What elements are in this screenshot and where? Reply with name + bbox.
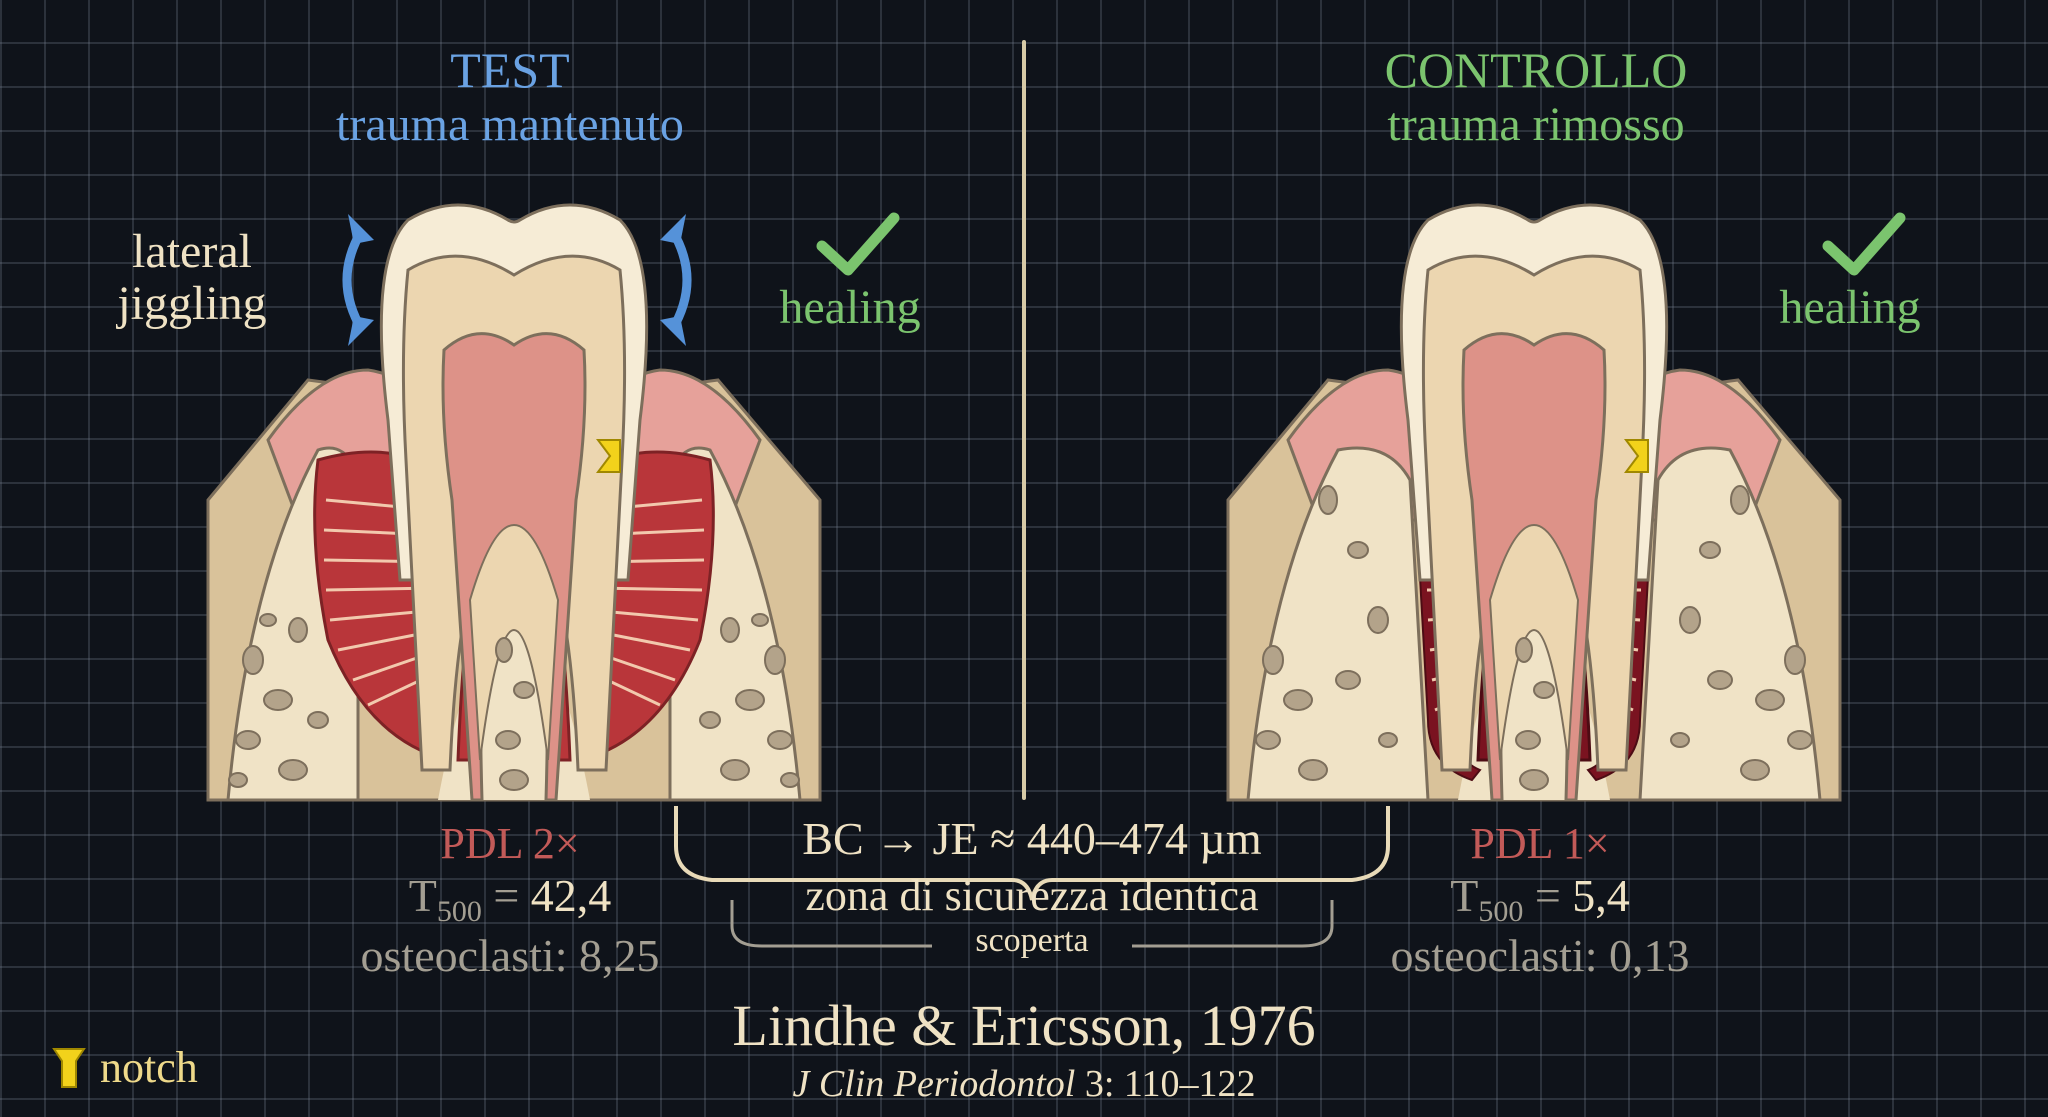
citation-journal: J Clin Periodontol 3: 110–122 [792,1063,1256,1105]
control-osteoclasts-value: 0,13 [1608,930,1690,981]
brace-connector [674,806,1390,948]
zone-label: zona di sicurezza identica [805,871,1259,920]
panel-divider [1022,40,1026,800]
tooth-diagram-control [1226,203,1842,802]
curved-double-arrow-icon [342,214,374,346]
healing-label-control: healing [1779,281,1921,334]
test-title: TEST [450,42,570,98]
tooth-diagram-test [206,203,822,802]
control-subtitle: trauma rimosso [1387,98,1685,151]
control-panel-header: CONTROLLO trauma rimosso [1316,42,1756,152]
test-t500: T500 = 42,4 [408,870,612,928]
test-osteoclasts-value: 8,25 [578,930,660,981]
healing-label-test: healing [779,281,921,334]
test-t500-value: 42,4 [530,870,612,921]
checkmark-icon [1822,212,1906,276]
control-stats: PDL 1× T500 = 5,4 osteoclasti: 0,13 [1330,818,1750,982]
notch-legend: notch [52,1042,198,1093]
test-pdl-label: PDL 2× [440,819,580,868]
control-osteoclasts: osteoclasti: 0,13 [1390,930,1690,981]
notch-marker-icon [1624,439,1649,473]
test-subtitle: trauma mantenuto [336,98,684,151]
citation-authors: Lindhe & Ericsson, 1976 [732,993,1316,1058]
test-stats: PDL 2× T500 = 42,4 osteoclasti: 8,25 [300,818,720,982]
notch-legend-label: notch [100,1043,198,1092]
force-label-line1: lateral [132,225,252,278]
test-panel-header: TEST trauma mantenuto [290,42,730,152]
notch-marker-icon [596,439,621,473]
force-label-line2: jiggling [117,277,267,330]
checkmark-icon [816,212,900,276]
curved-double-arrow-icon [660,214,692,346]
force-label: lateral jiggling [92,226,292,330]
control-title: CONTROLLO [1384,42,1688,98]
test-osteoclasts: osteoclasti: 8,25 [360,930,660,981]
notch-marker-icon [52,1047,86,1088]
measurement-label: BC → JE ≈ 440–474 µm [802,813,1262,864]
control-pdl-label: PDL 1× [1470,819,1610,868]
zone-sub-label: scoperta [975,922,1089,959]
control-t500: T500 = 5,4 [1450,870,1630,928]
control-t500-value: 5,4 [1572,870,1630,921]
